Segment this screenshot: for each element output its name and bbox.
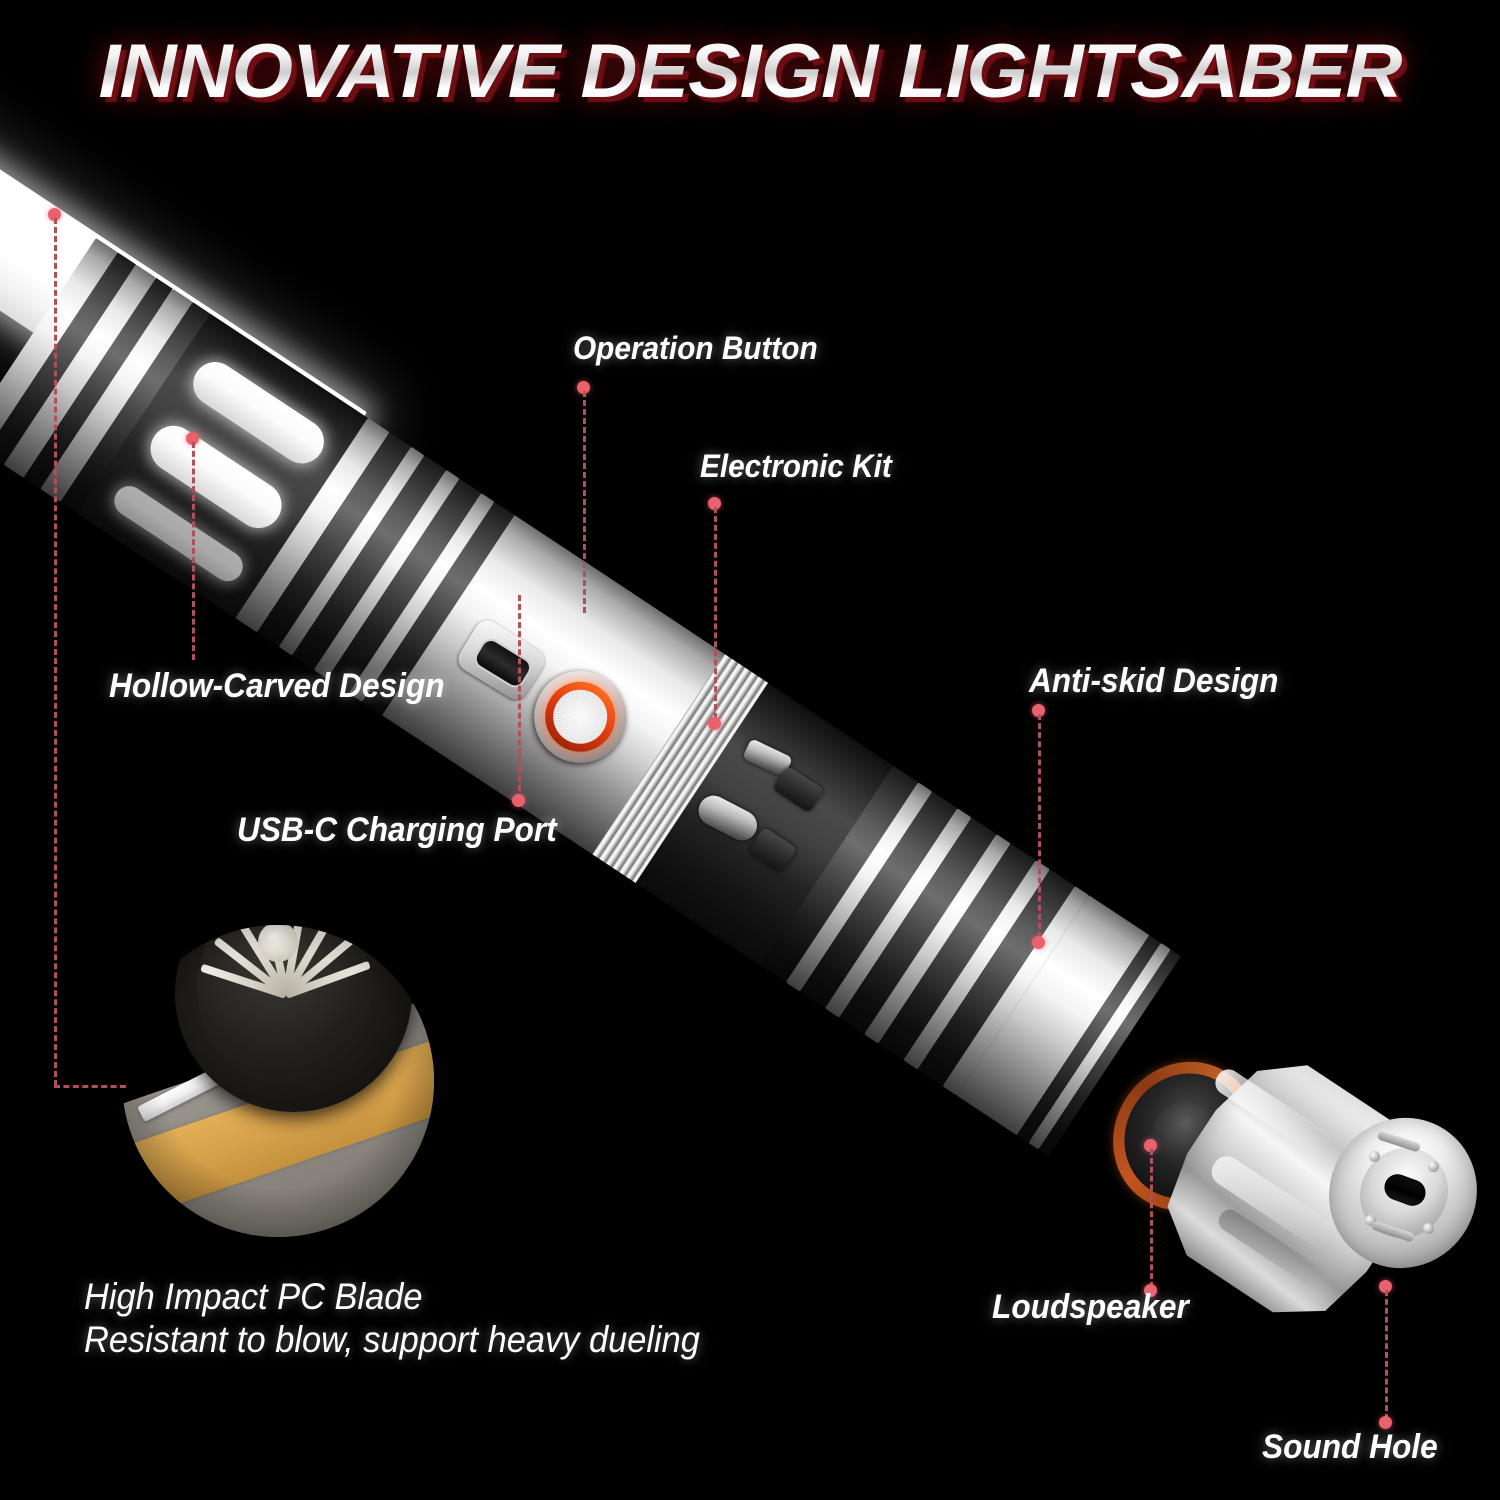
pommel-screw xyxy=(1365,1215,1376,1226)
label-operation-button: Operation Button xyxy=(573,330,818,366)
leader-segment xyxy=(714,507,717,719)
leader-segment xyxy=(583,391,586,613)
label-loudspeaker: Loudspeaker xyxy=(992,1288,1189,1326)
electronics-part xyxy=(747,826,798,874)
leader-dot xyxy=(577,381,590,394)
inset-photo-blade-durability xyxy=(122,925,434,1237)
label-anti-skid-design: Anti-skid Design xyxy=(1029,662,1279,700)
leader-dot xyxy=(1379,1416,1392,1429)
leader-segment xyxy=(1038,714,1041,938)
pommel-screw xyxy=(1423,1223,1434,1234)
pommel-cap xyxy=(1185,1055,1500,1325)
leader-dot xyxy=(186,432,199,445)
leader-dot xyxy=(1032,936,1045,949)
leader-dot xyxy=(708,497,721,510)
leader-dot xyxy=(512,794,525,807)
leader-segment xyxy=(518,595,521,800)
electronics-part xyxy=(693,790,763,846)
leader-dot xyxy=(1379,1280,1392,1293)
page-title: INNOVATIVE DESIGN LIGHTSABER xyxy=(0,34,1500,110)
leader-segment xyxy=(1150,1149,1153,1288)
page-title-shadow: INNOVATIVE DESIGN LIGHTSABER xyxy=(0,39,1500,115)
label-sound-hole: Sound Hole xyxy=(1262,1428,1438,1466)
leader-segment xyxy=(1385,1290,1388,1420)
label-usb-c-charging-port: USB-C Charging Port xyxy=(237,811,557,849)
blade-feature-line1: High Impact PC Blade xyxy=(84,1276,423,1317)
leader-dot xyxy=(48,208,61,221)
leader-dot xyxy=(708,717,721,730)
blade-feature-line2: Resistant to blow, support heavy dueling xyxy=(84,1319,700,1360)
pommel-screw xyxy=(1369,1151,1380,1162)
page-title-glow: INNOVATIVE DESIGN LIGHTSABER xyxy=(0,34,1500,110)
label-electronic-kit: Electronic Kit xyxy=(700,448,892,484)
leader-segment xyxy=(54,1085,126,1088)
label-hollow-carved-design: Hollow-Carved Design xyxy=(109,667,445,705)
pommel-screw xyxy=(1428,1161,1439,1172)
leader-segment xyxy=(192,442,195,660)
lightsaber-hilt xyxy=(0,238,1181,1157)
leader-segment xyxy=(54,218,57,1086)
leader-dot xyxy=(1032,704,1045,717)
leader-dot xyxy=(1144,1284,1157,1297)
leader-dot xyxy=(1144,1139,1157,1152)
